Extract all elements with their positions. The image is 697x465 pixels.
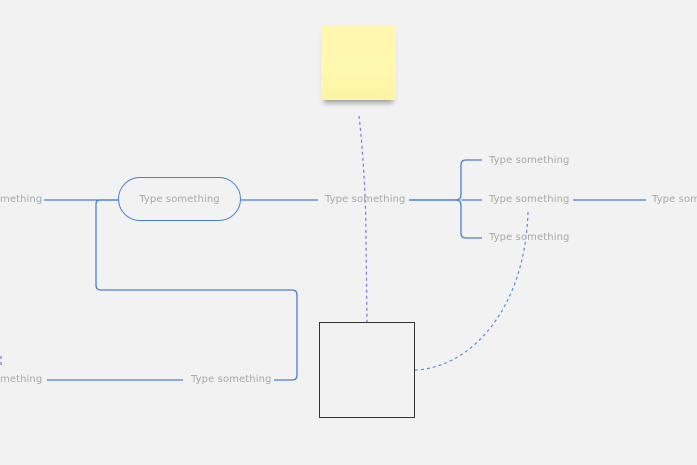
node-label-branch-top[interactable]: Type something [489,155,570,166]
connector-root-to-bottom-branch[interactable] [95,199,298,381]
sticky-note[interactable] [321,26,396,100]
bracket-connector[interactable] [455,159,482,239]
node-label-left-cut-top[interactable]: mething [0,194,43,205]
dashed-connector-sticky-to-square[interactable] [358,115,368,323]
mindmap-root-node[interactable]: Type something [118,177,241,221]
node-label-left-cut-bottom[interactable]: mething [0,374,43,385]
node-label-branch-bottom[interactable]: Type something [489,232,570,243]
root-node-label[interactable]: Type something [139,194,220,205]
node-label-branch-mid[interactable]: Type something [489,194,570,205]
square-shape[interactable] [319,322,415,418]
node-label-bottom-right[interactable]: Type something [191,374,272,385]
node-label-right-cut[interactable]: Type som [652,194,697,205]
node-label-middle[interactable]: Type something [325,194,406,205]
